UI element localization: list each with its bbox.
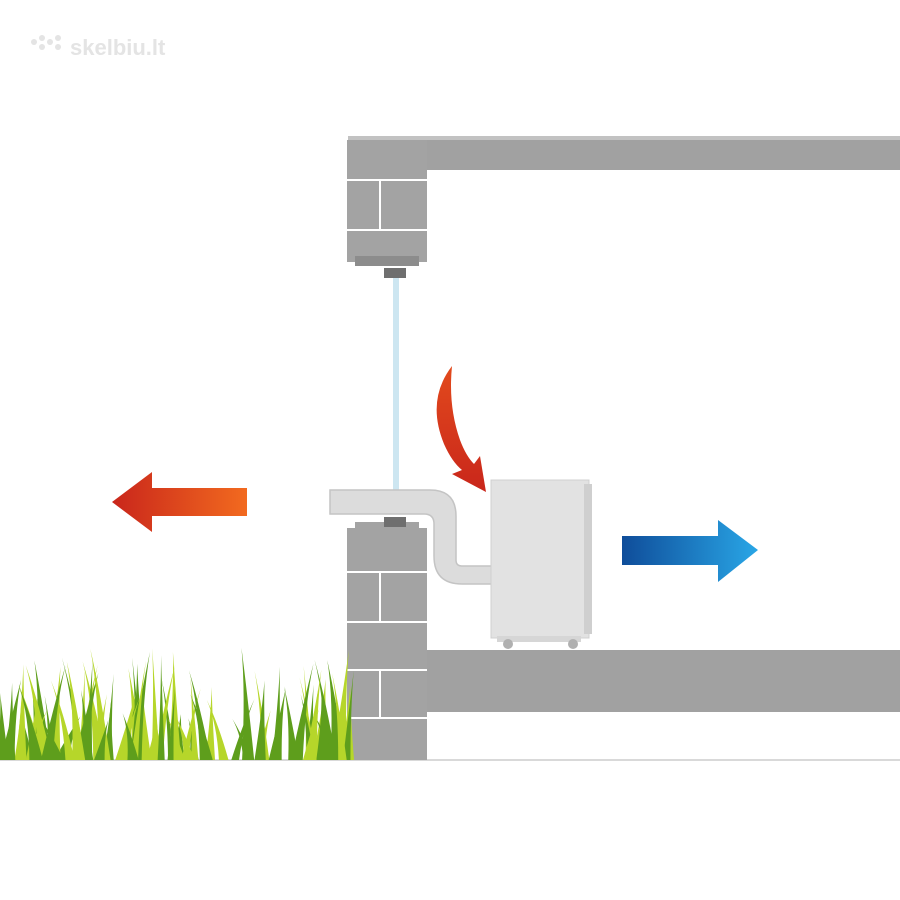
grass-blade [83,661,93,760]
grass-blade [40,665,66,760]
grass-blade [25,665,52,760]
upper-wall [347,140,427,266]
grass-blade [167,685,176,760]
grass-blade [44,695,56,760]
grass-blade [146,714,162,760]
grass-blade [190,694,213,760]
window-glass [393,278,399,490]
grass-blade [332,673,347,760]
grass-icon [0,647,355,760]
grass-blade [157,655,165,760]
grass-blade [314,659,337,760]
grass-blade [342,670,354,760]
grass-blade [190,677,199,760]
grass-blade [241,647,255,760]
lower-window-seal [384,517,406,527]
grass-blade [105,673,114,760]
upper-window-seal [384,268,406,278]
grass-blade [306,669,322,760]
floor-slab [426,650,900,712]
wheel-left-icon [503,639,513,649]
grass-blade [18,685,43,760]
grass-blade [47,666,61,760]
grass-blade [66,661,86,760]
grass-blade [175,716,195,760]
grass-blade [254,680,266,760]
grass-blade [0,693,9,760]
lower-wall [347,522,427,760]
grass-blade [205,687,216,760]
curved-hot-air-arrow-icon [436,366,486,492]
grass-blade [153,664,176,760]
grass-blade [122,713,139,760]
ceiling-slab-top-edge [348,136,900,140]
watermark: skelbiu.lt [31,35,166,60]
wheel-right-icon [568,639,578,649]
cold-air-arrow-icon [622,520,758,582]
grass-blade [14,700,26,760]
grass-blade [50,680,75,760]
grass-blade [268,687,286,760]
hot-exhaust-arrow-icon [112,472,247,532]
grass-blade [130,660,147,760]
watermark-text: skelbiu.lt [70,35,166,60]
grass-blade [94,719,109,760]
grass-blade [313,713,335,760]
ceiling-slab [348,138,900,170]
watermark-logo-icon [31,35,61,50]
grass-blade [4,682,16,760]
portable-air-conditioner-icon [490,479,592,649]
grass-blade [291,663,314,760]
grass-blade [232,718,252,760]
grass-blade [284,686,299,760]
